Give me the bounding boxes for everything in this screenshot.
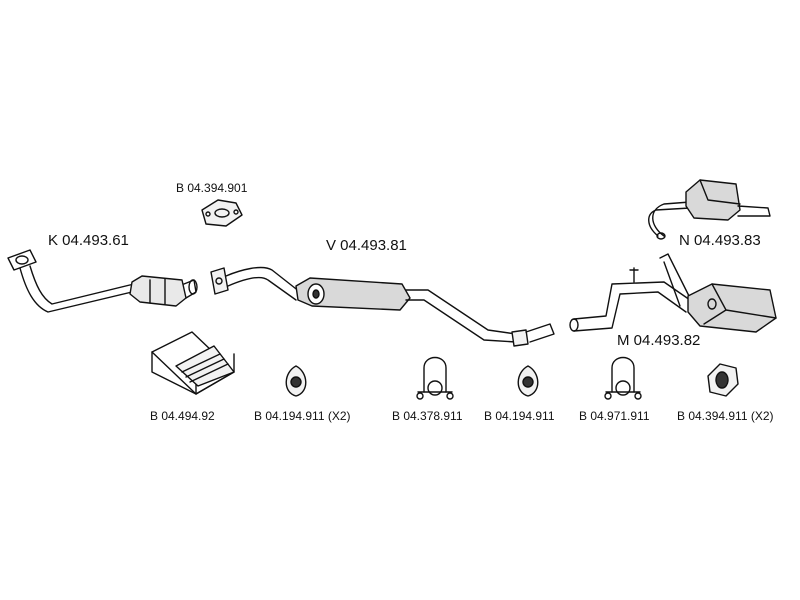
rubber-ring (707, 363, 739, 397)
mounting-kit-box (151, 331, 235, 395)
rubber-mount-2 (517, 365, 539, 397)
flange-gasket (210, 267, 229, 295)
label-mount-2: B 04.194.911 (484, 409, 555, 423)
rear-silencer-pipe (569, 253, 777, 333)
label-rear-silencer: M 04.493.82 (617, 332, 701, 349)
label-rubber-ring: B 04.394.911 (X2) (677, 409, 774, 423)
clamp-2 (604, 356, 642, 400)
centre-silencer-pipe (225, 266, 555, 347)
label-centre-silencer: V 04.493.81 (326, 237, 407, 254)
clamp-1 (416, 356, 454, 400)
front-pipe-catalyst (7, 249, 198, 313)
label-rear-variant: N 04.493.83 (679, 232, 761, 249)
label-mount-1: B 04.194.911 (X2) (254, 409, 351, 423)
label-gasket: B 04.394.901 (176, 181, 248, 195)
label-clamp-2: B 04.971.911 (579, 409, 650, 423)
label-front-pipe: K 04.493.61 (48, 232, 129, 249)
rubber-mount-1 (285, 365, 307, 397)
label-mounting-kit: B 04.494.92 (150, 409, 215, 423)
rear-silencer-variant (648, 179, 771, 240)
label-clamp-1: B 04.378.911 (392, 409, 463, 423)
gasket-part (201, 199, 243, 227)
